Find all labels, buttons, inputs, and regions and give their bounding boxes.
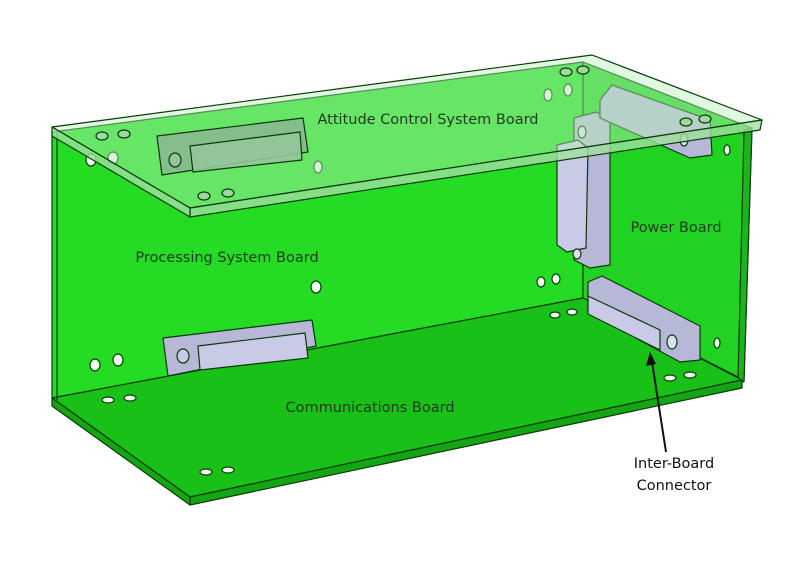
label-inter-board-connector: Inter-Board Connector (634, 453, 714, 497)
label-power-board: Power Board (630, 220, 722, 236)
label-communications-board: Communications Board (285, 400, 455, 416)
standoffs (95, 65, 712, 201)
communications-board-left-edge (51, 397, 191, 506)
label-processing-system-board: Processing System Board (135, 250, 319, 266)
attitude-control-system-board (51, 54, 763, 218)
label-attitude-control-system-board: Attitude Control System Board (317, 112, 539, 128)
mounting-holes (85, 83, 731, 476)
callout-line-2: Connector (636, 478, 712, 494)
callout-arrow (646, 352, 667, 453)
inter-board-connector (587, 275, 701, 363)
callout-line-1: Inter-Board (633, 456, 715, 472)
processing-board-connector (162, 319, 317, 377)
attitude-board-connector (156, 117, 309, 176)
